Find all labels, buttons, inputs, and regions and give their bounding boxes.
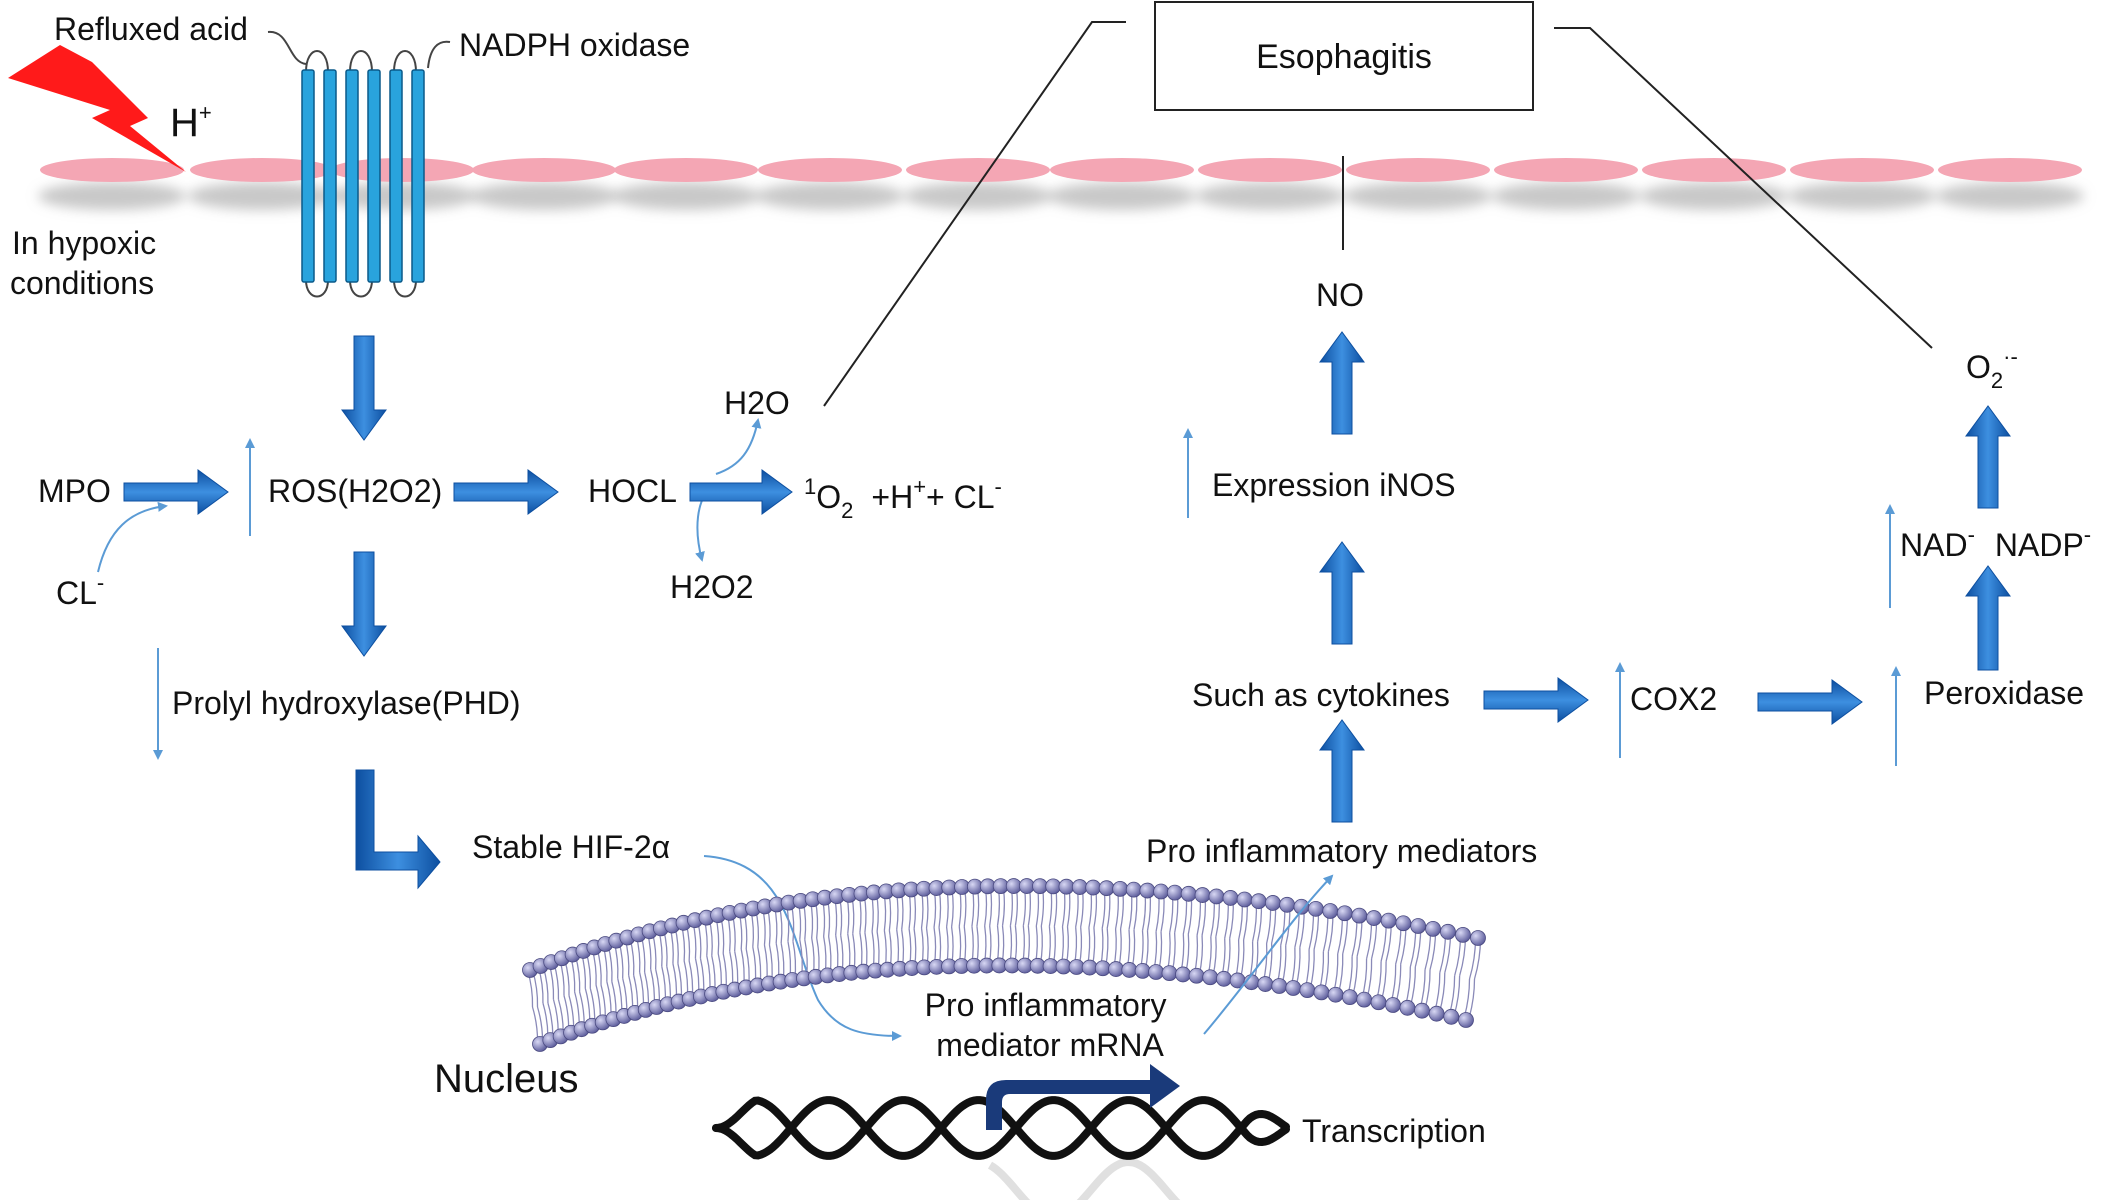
- arrow-nad-to-superoxide: [1965, 405, 2011, 509]
- membrane-cell-5: [614, 158, 758, 182]
- nadph-oxidase-channel: [301, 50, 425, 298]
- nad-nadp-label: NAD-NADP-: [1900, 522, 2091, 563]
- channel-helix-2: [323, 69, 337, 283]
- pro-mediators-label: Pro inflammatory mediators: [1146, 833, 1537, 869]
- membrane-cell-7: [906, 158, 1050, 182]
- channel-helix-4: [367, 69, 381, 283]
- mrna-to-mediators-curve: [1203, 874, 1334, 1035]
- membrane-cell-1: [40, 158, 184, 182]
- nadph-oxidase-label: NADPH oxidase: [459, 27, 690, 63]
- arrow-mpo-to-ros: [123, 469, 229, 515]
- cl-to-mpo-arrow: [97, 501, 168, 573]
- phd-to-hif-elbow-arrow: [355, 769, 441, 890]
- channel-helix-1: [301, 69, 315, 283]
- membrane-cell-8: [1050, 158, 1194, 182]
- connector-superoxide-esophagitis: [1554, 27, 1933, 349]
- esophagitis-title: Esophagitis: [1256, 38, 1432, 76]
- arrow-hocl-to-products: [689, 469, 793, 515]
- arrow-nadph-to-ros: [341, 335, 387, 441]
- membrane-cell-12: [1642, 158, 1786, 182]
- arrow-ros-to-hocl: [453, 469, 559, 515]
- channel-helix-5: [389, 69, 403, 283]
- hif-label: Stable HIF-2α: [472, 829, 670, 865]
- nucleus-label: Nucleus: [434, 1057, 579, 1101]
- membrane-cell-14: [1938, 158, 2082, 182]
- arrow-peroxidase-to-nad: [1965, 565, 2011, 671]
- mpo-label: MPO: [38, 473, 111, 509]
- hocl-to-h2o-curve: [715, 418, 762, 475]
- esophagitis-box: [1154, 1, 1534, 111]
- membrane-cell-11: [1494, 158, 1638, 182]
- lipid-heads: [522, 878, 1486, 1052]
- cytokines-label: Such as cytokines: [1192, 677, 1450, 713]
- nuclear-membrane: [522, 878, 1486, 1052]
- arrow-cytokines-to-cox2: [1483, 677, 1589, 723]
- membrane-cell-13: [1790, 158, 1934, 182]
- mrna-label: Pro inflammatory mediator mRNA: [925, 987, 1176, 1063]
- arrow-mediators-to-cytokines: [1319, 719, 1365, 823]
- arrow-cytokines-to-inos: [1319, 541, 1365, 645]
- phd-label: Prolyl hydroxylase(PHD): [172, 685, 521, 721]
- cl-label: CL-: [56, 570, 104, 611]
- cell-membrane: [38, 158, 2084, 210]
- arrow-ros-to-phd: [341, 551, 387, 657]
- arrow-cox2-to-peroxidase: [1757, 679, 1863, 725]
- membrane-cell-6: [758, 158, 902, 182]
- membrane-cell-9: [1198, 158, 1342, 182]
- transcription-start-arrow: [986, 1064, 1180, 1130]
- refluxed-acid-label: Refluxed acid: [54, 11, 248, 47]
- inos-label: Expression iNOS: [1212, 467, 1456, 503]
- cox2-label: COX2: [1630, 681, 1717, 717]
- h2o2-label: H2O2: [670, 569, 754, 605]
- ros-label: ROS(H2O2): [268, 473, 442, 509]
- superoxide-label: O2·-: [1966, 344, 2018, 393]
- membrane-shadow: [38, 182, 2084, 210]
- channel-helix-3: [345, 69, 359, 283]
- connector-h2o-esophagitis: [823, 21, 1126, 407]
- channel-helix-6: [411, 69, 425, 283]
- transcription-label: Transcription: [1302, 1113, 1486, 1149]
- nadph-oxidase-pointer: [427, 40, 451, 69]
- products-label: 1O2+H++ CL-: [804, 474, 1002, 523]
- hypoxic-conditions-label: In hypoxic conditions: [10, 225, 165, 301]
- lightning-bolt-icon: [8, 45, 186, 172]
- peroxidase-label: Peroxidase: [1924, 675, 2084, 711]
- no-label: NO: [1316, 277, 1364, 313]
- membrane-cell-4: [472, 158, 616, 182]
- membrane-cell-10: [1346, 158, 1490, 182]
- h2o-label: H2O: [724, 385, 790, 421]
- pathway-arrows: [123, 331, 2011, 823]
- membrane-cell-2: [190, 158, 334, 182]
- refluxed-acid-pointer: [267, 30, 307, 65]
- hif-to-mrna-curve: [703, 855, 902, 1041]
- hocl-label: HOCL: [588, 473, 677, 509]
- h-plus-label: H+: [170, 100, 212, 145]
- arrow-inos-to-no: [1319, 331, 1365, 435]
